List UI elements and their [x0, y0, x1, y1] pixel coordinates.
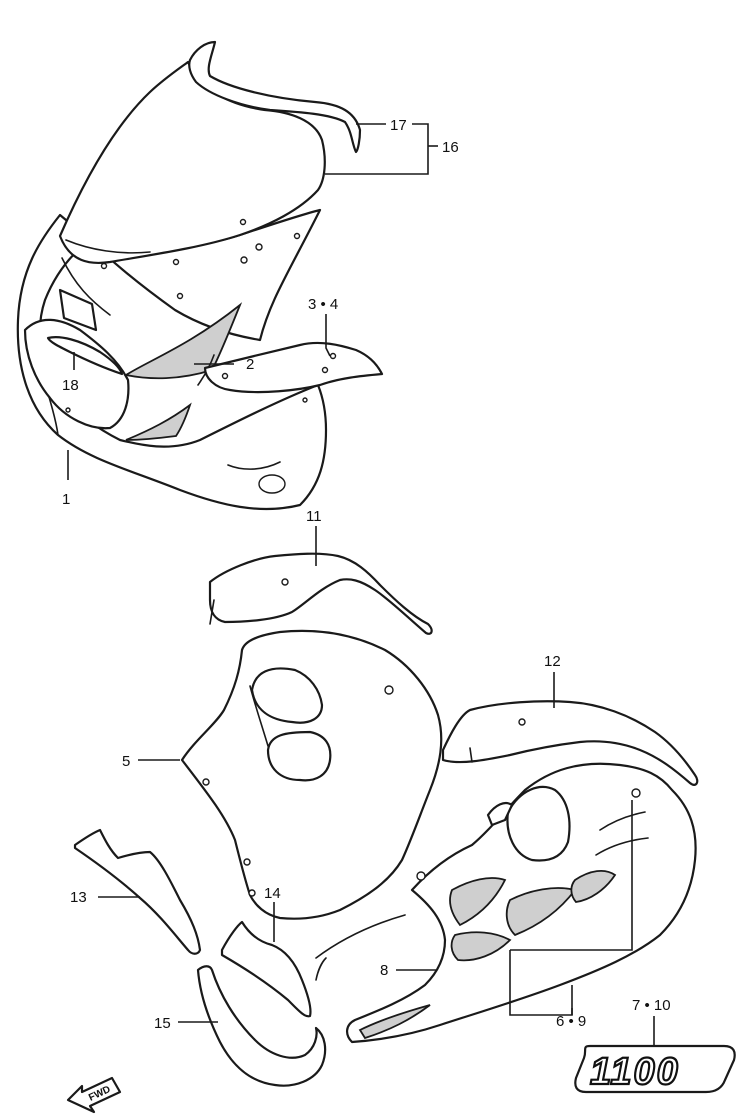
callout-labels: 17 16 3 • 4 2 18 1 11 12 5 13 14 8 6 • 9… [62, 117, 671, 1032]
fwd-arrow-icon: FWD [66, 1076, 122, 1114]
lower-fairing-15 [196, 957, 327, 1087]
emblem-text: 1100 [590, 1051, 680, 1093]
side-panel-13 [73, 828, 202, 955]
bracket-14 [220, 920, 312, 1018]
callout-17: 17 [390, 117, 407, 134]
windscreen [58, 60, 326, 270]
inner-cover-12 [441, 700, 699, 786]
emblem-decal: 1100 [574, 1044, 736, 1094]
callout-8: 8 [380, 962, 388, 979]
callout-14: 14 [264, 885, 281, 902]
callout-3-4: 3 • 4 [308, 296, 338, 313]
callout-11: 11 [306, 508, 322, 525]
side-cowling-right [346, 762, 697, 1044]
callout-16: 16 [442, 139, 459, 156]
leader-lines [67, 123, 655, 1046]
side-cowling-left [180, 629, 443, 920]
callout-7-10: 7 • 10 [632, 997, 671, 1014]
callout-6-9: 6 • 9 [556, 1013, 586, 1030]
callout-18: 18 [62, 377, 79, 394]
windscreen-trim [188, 40, 362, 154]
callout-12: 12 [544, 653, 561, 670]
callout-1: 1 [62, 491, 70, 508]
upper-cowling [16, 208, 328, 511]
inner-cover-11 [208, 552, 433, 635]
inner-panel [203, 341, 384, 394]
callout-15: 15 [154, 1015, 171, 1032]
callout-5: 5 [122, 753, 130, 770]
callout-2: 2 [246, 356, 254, 373]
fastener-bracket [315, 914, 406, 959]
callout-13: 13 [70, 889, 87, 906]
